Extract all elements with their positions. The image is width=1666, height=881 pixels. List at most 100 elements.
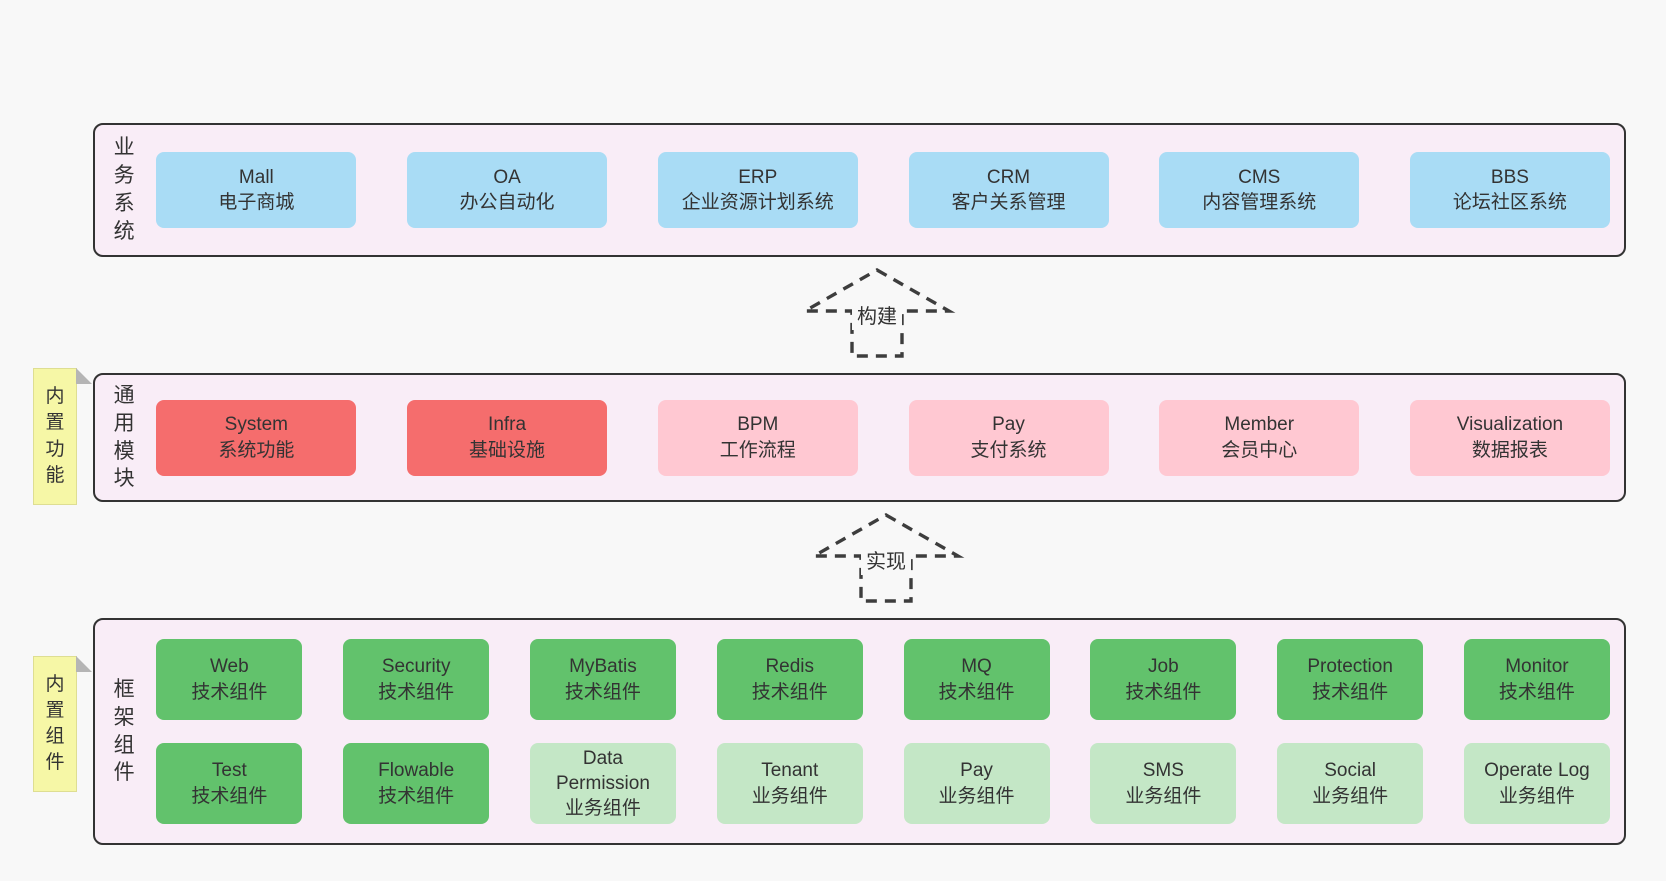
panel-components-label: 框架组件 [113,677,135,785]
box-subtitle: 论坛社区系统 [1452,192,1567,213]
box-subtitle: 技术组件 [191,681,268,703]
modules-box-row: System 系统功能 Infra 基础设施 BPM 工作流程 Pay 支付系统… [156,399,1610,476]
diagram-box-cms: CMS 内容管理系统 [1159,152,1360,228]
box-title: Visualization [1456,414,1564,436]
components-box-rows: Web 技术组件 Security 技术组件 MyBatis 技术组件 Redi… [156,639,1610,824]
diagram-box-flowable: Flowable 技术组件 [343,743,490,824]
box-title: Redis [765,656,815,678]
box-subtitle: 技术组件 [378,785,455,807]
box-title: BPM [737,414,779,436]
box-title: Data Permission [555,747,650,794]
box-title: System [224,414,289,436]
diagram-box-oa: OA 办公自动化 [407,152,608,228]
box-subtitle: 技术组件 [751,681,828,703]
diagram-box-bbs: BBS 论坛社区系统 [1409,152,1610,228]
diagram-box-member: Member 会员中心 [1159,399,1360,476]
box-subtitle: 技术组件 [1498,681,1575,703]
box-title: Web [209,656,249,678]
box-subtitle: 业务组件 [1498,785,1575,807]
box-subtitle: 企业资源计划系统 [681,192,834,213]
box-subtitle: 技术组件 [1312,681,1389,703]
sticky-note-builtin-components: 内置组件 [33,656,92,792]
diagram-box-mall: Mall 电子商城 [156,152,357,228]
diagram-box-visualization: Visualization 数据报表 [1409,399,1610,476]
box-title: Infra [488,414,527,436]
box-title: Test [211,760,247,782]
arrow-build-label: 构建 [857,305,897,328]
box-title: Monitor [1505,656,1569,678]
up-arrow-implement-icon: 实现 [807,513,965,603]
box-title: Flowable [378,760,455,782]
box-subtitle: 数据报表 [1471,439,1548,461]
components-row-1: Web 技术组件 Security 技术组件 MyBatis 技术组件 Redi… [156,639,1610,720]
diagram-box-mq: MQ 技术组件 [903,639,1050,720]
arrow-implement-label: 实现 [866,550,906,573]
box-title: Security [381,656,451,678]
diagram-box-pay-module: Pay 支付系统 [908,399,1109,476]
box-subtitle: 业务组件 [751,785,828,807]
diagram-box-tenant: Tenant 业务组件 [716,743,863,824]
box-subtitle: 支付系统 [970,439,1047,461]
panel-modules-label: 通用模块 [113,383,135,491]
note-label: 内置组件 [45,673,65,774]
box-subtitle: 技术组件 [378,681,455,703]
box-subtitle: 电子商城 [218,192,295,213]
box-subtitle: 业务组件 [1312,785,1389,807]
diagram-box-job: Job 技术组件 [1090,639,1237,720]
diagram-box-crm: CRM 客户关系管理 [908,152,1109,228]
up-arrow-build-icon: 构建 [798,268,956,358]
box-subtitle: 技术组件 [191,785,268,807]
box-subtitle: 办公自动化 [459,192,555,213]
panel-framework-components: 框架组件 Web 技术组件 Security 技术组件 MyBatis 技术组件… [93,618,1626,845]
box-title: ERP [738,166,778,188]
box-subtitle: 客户关系管理 [951,192,1066,213]
box-title: CMS [1238,166,1281,188]
box-subtitle: 系统功能 [218,439,295,461]
note-label: 内置功能 [45,386,65,486]
box-title: Pay [992,414,1025,436]
diagram-box-bpm: BPM 工作流程 [657,399,858,476]
box-title: Operate Log [1484,760,1590,782]
diagram-box-infra: Infra 基础设施 [407,399,608,476]
note-fold-icon [76,368,92,384]
box-title: Social [1324,760,1376,782]
box-subtitle: 工作流程 [719,439,796,461]
note-fold-icon [76,656,92,672]
diagram-box-test: Test 技术组件 [156,743,303,824]
box-title: Protection [1307,656,1393,678]
box-title: OA [493,166,521,188]
diagram-box-protection: Protection 技术组件 [1277,639,1424,720]
box-title: Mall [238,166,274,188]
box-subtitle: 业务组件 [938,785,1015,807]
diagram-box-system: System 系统功能 [156,399,357,476]
box-title: MQ [961,656,992,678]
diagram-box-mybatis: MyBatis 技术组件 [529,639,676,720]
box-subtitle: 技术组件 [1125,681,1202,703]
panel-common-modules: 通用模块 System 系统功能 Infra 基础设施 BPM 工作流程 Pay… [93,373,1626,502]
panel-business-label: 业务系统 [113,136,135,243]
diagram-box-sms: SMS 业务组件 [1090,743,1237,824]
diagram-box-security: Security 技术组件 [343,639,490,720]
diagram-box-social: Social 业务组件 [1277,743,1424,824]
box-title: MyBatis [569,656,637,678]
box-subtitle: 技术组件 [938,681,1015,703]
box-title: Member [1224,414,1295,436]
diagram-box-web: Web 技术组件 [156,639,303,720]
diagram-box-erp: ERP 企业资源计划系统 [657,152,858,228]
diagram-box-operate-log: Operate Log 业务组件 [1463,743,1610,824]
box-title: SMS [1142,760,1184,782]
box-subtitle: 业务组件 [564,798,641,820]
panel-business-systems: 业务系统 Mall 电子商城 OA 办公自动化 ERP 企业资源计划系统 CRM… [93,123,1626,257]
business-box-row: Mall 电子商城 OA 办公自动化 ERP 企业资源计划系统 CRM 客户关系… [156,152,1610,228]
box-subtitle: 会员中心 [1221,439,1298,461]
diagram-box-data-permission: Data Permission 业务组件 [529,743,676,824]
box-title: Pay [960,760,993,782]
diagram-box-redis: Redis 技术组件 [716,639,863,720]
components-row-2: Test 技术组件 Flowable 技术组件 Data Permission … [156,743,1610,824]
diagram-box-pay-component: Pay 业务组件 [903,743,1050,824]
diagram-box-monitor: Monitor 技术组件 [1463,639,1610,720]
box-title: CRM [986,166,1031,188]
sticky-note-builtin-functions: 内置功能 [33,368,92,505]
box-subtitle: 内容管理系统 [1202,192,1317,213]
